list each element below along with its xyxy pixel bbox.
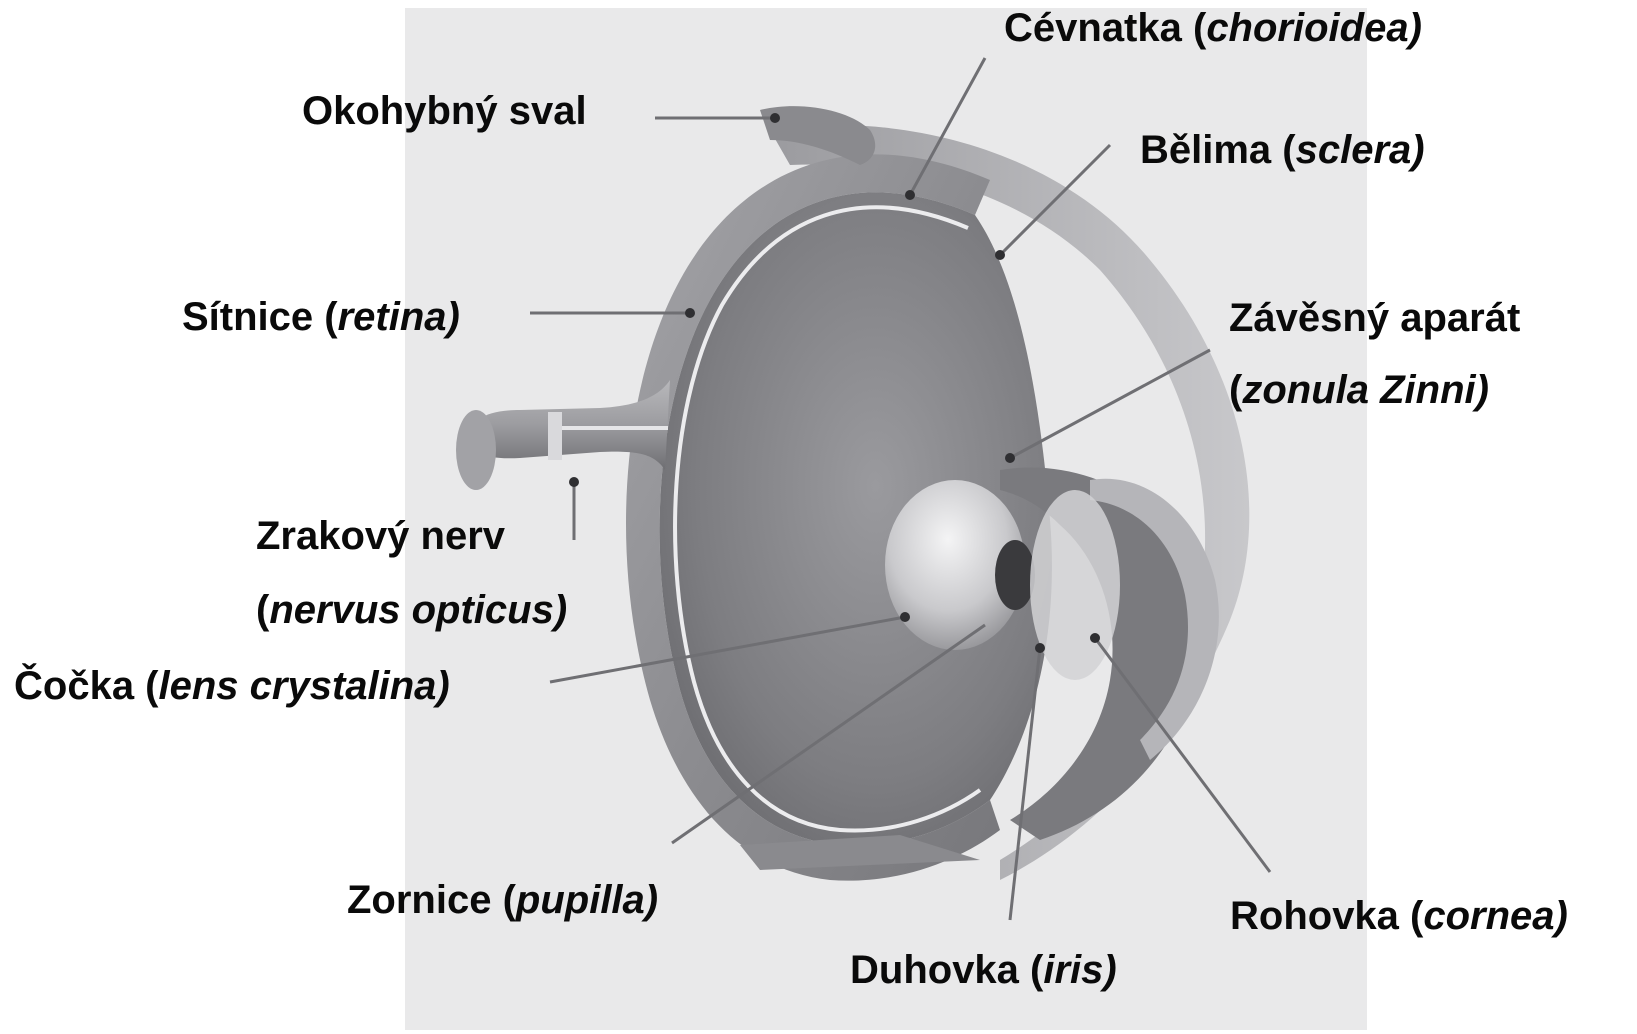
label-okohybny-sval: Okohybný sval	[302, 91, 587, 131]
label-sitnice: Sítnice (retina)	[182, 297, 460, 337]
optic-nerve-band	[548, 412, 562, 460]
label-cevnatka: Cévnatka (chorioidea)	[1004, 8, 1422, 48]
label-zornice: Zornice (pupilla)	[347, 880, 658, 920]
label-cocka: Čočka (lens crystalina)	[14, 666, 450, 706]
label-duhovka: Duhovka (iris)	[850, 950, 1117, 990]
label-zrakovy-nerv: Zrakový nerv (nervus opticus)	[256, 516, 567, 630]
label-belima: Bělima (sclera)	[1140, 130, 1425, 170]
label-rohovka: Rohovka (cornea)	[1230, 896, 1568, 936]
optic-nerve-end	[456, 410, 496, 490]
pupil	[995, 540, 1035, 610]
label-zavesny-aparat: Závěsný aparát (zonula Zinni)	[1229, 298, 1520, 410]
